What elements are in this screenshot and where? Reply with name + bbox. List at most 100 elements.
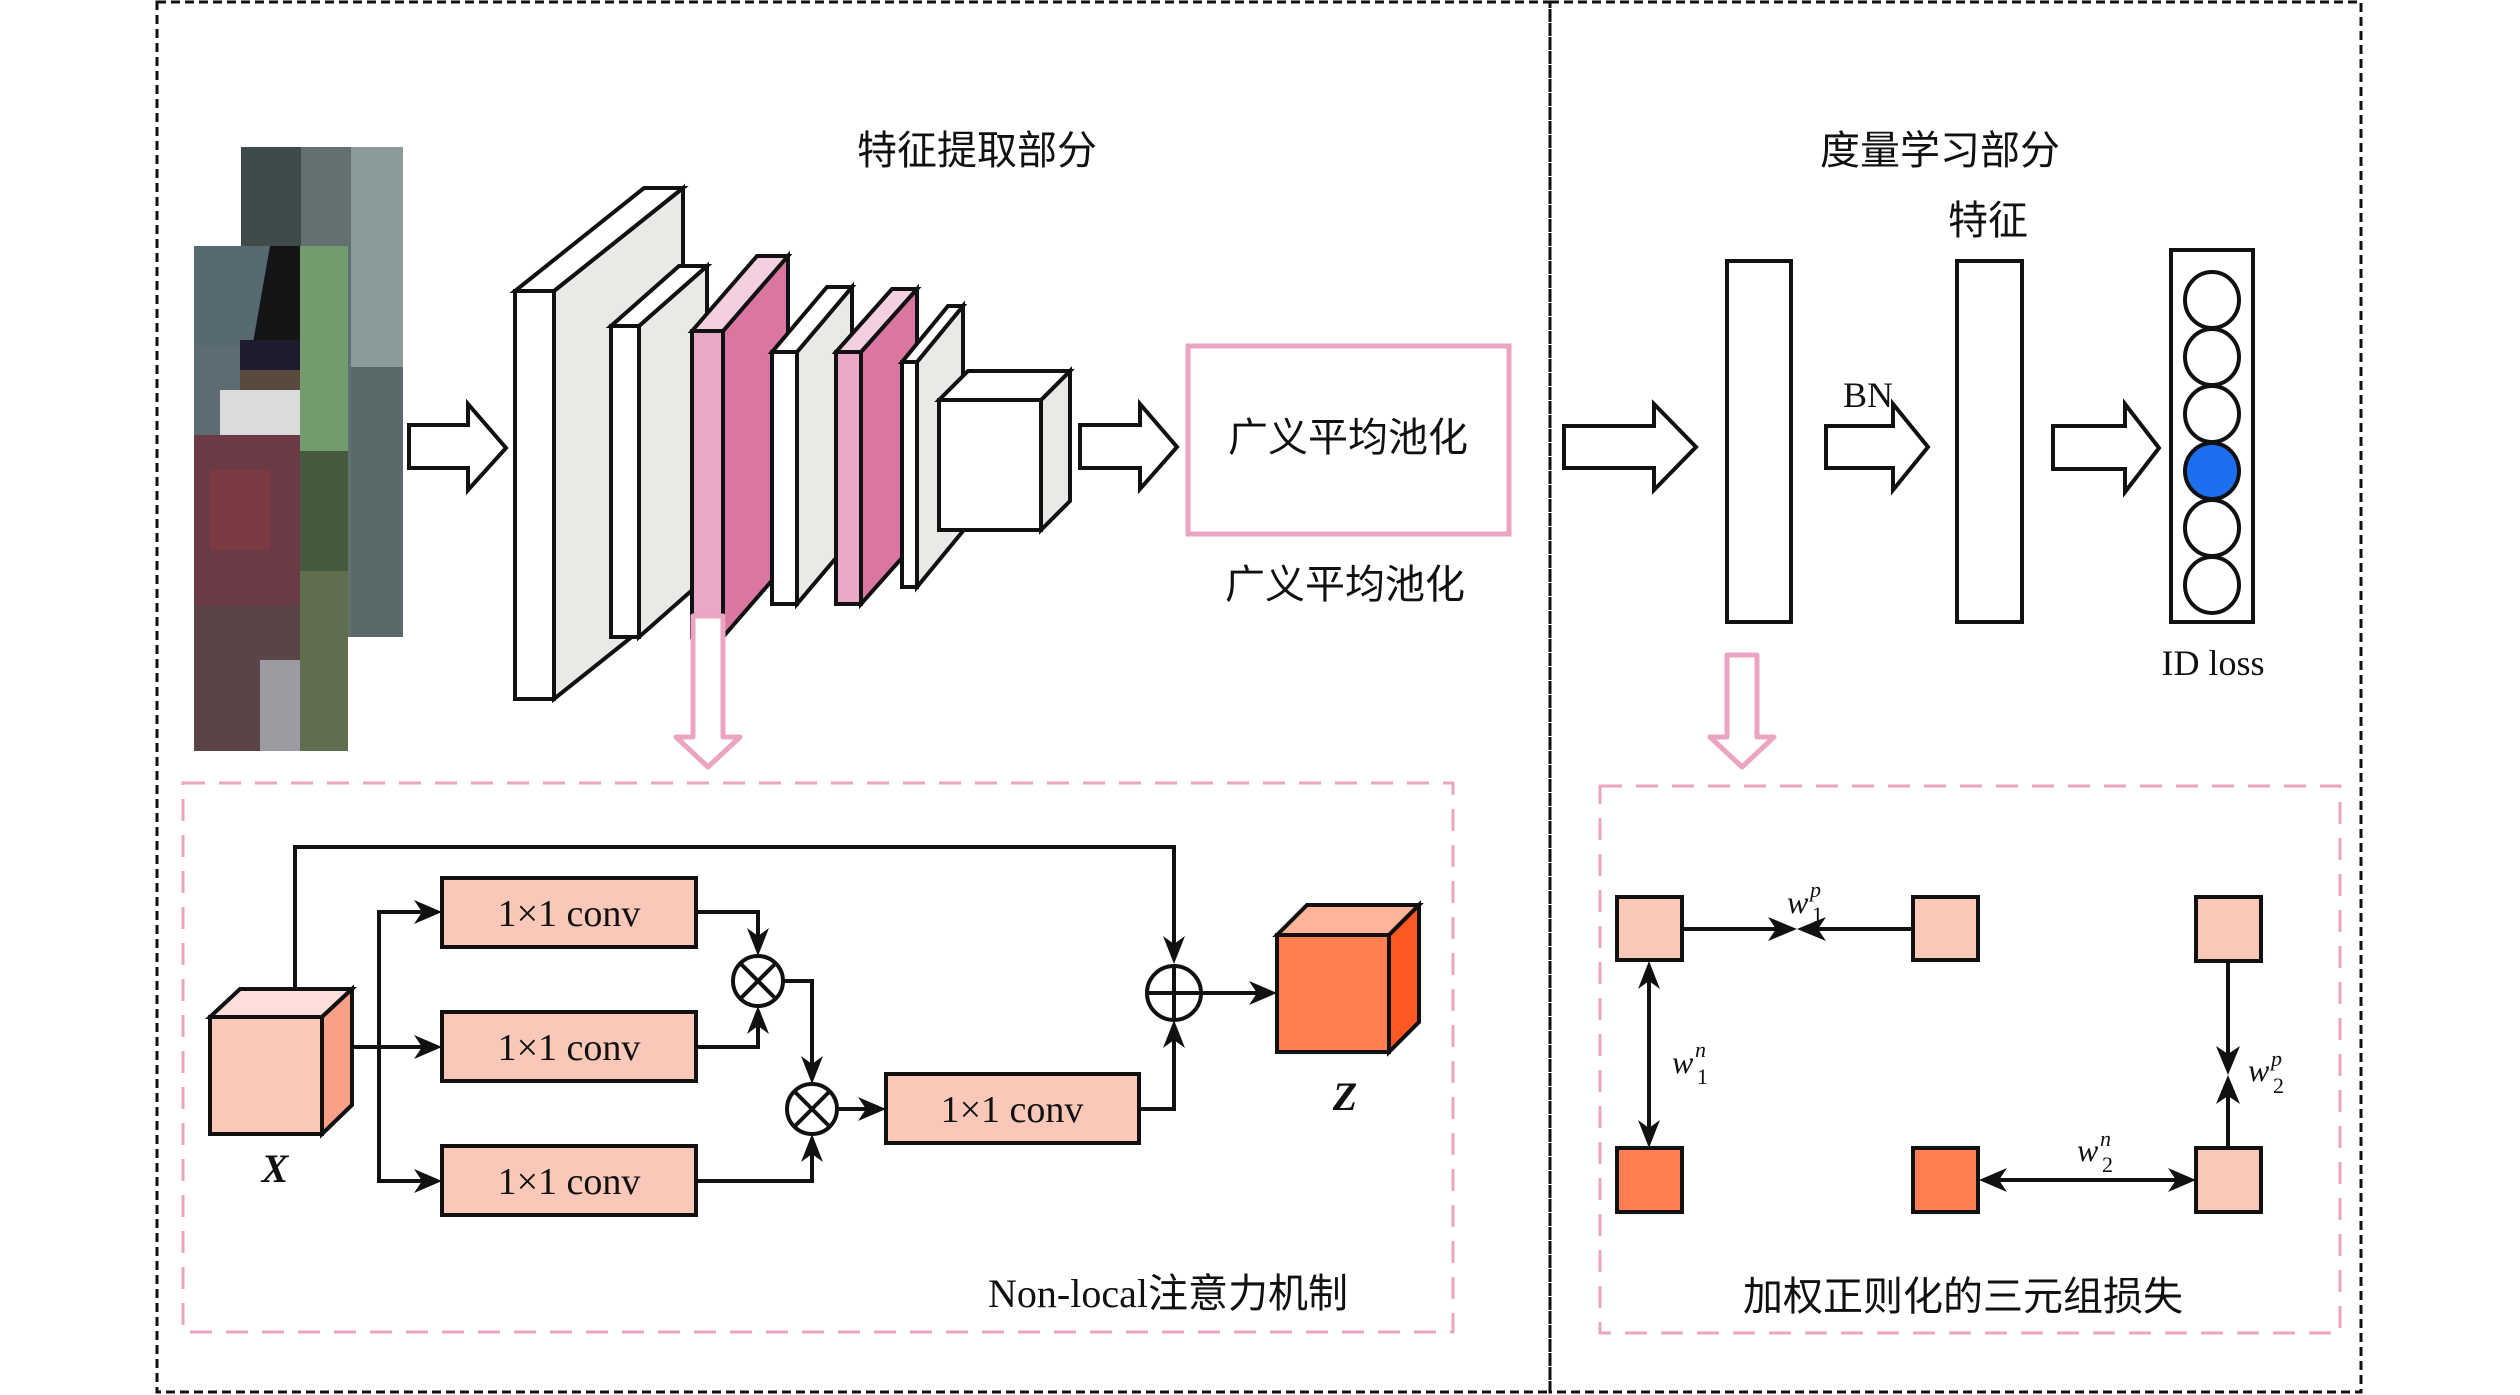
arrowhead-w1p-left [1768, 917, 1797, 941]
classifier-node [2183, 270, 2241, 330]
layer-front-face [900, 360, 919, 589]
line-conv1-to-mul1 [696, 910, 760, 945]
multiply-node-2 [785, 1082, 839, 1136]
branch-line-top [377, 910, 432, 1047]
triplet-loss-caption: 加权正则化的三元组损失 [1743, 1274, 2183, 1320]
classifier-node [2183, 498, 2241, 558]
input-cube-x [204, 984, 358, 1139]
add-node [1145, 964, 1203, 1022]
anchor-square-2 [2194, 1146, 2263, 1214]
classifier-node [2183, 327, 2241, 387]
arrowhead-mul1-top [747, 928, 769, 956]
feature-label: 特征 [1948, 198, 2028, 244]
arrowhead-mul2-bottom [801, 1134, 823, 1162]
positive-square-1 [1911, 895, 1980, 962]
multiply-node-1 [731, 954, 785, 1008]
svg-text:w: w [2248, 1052, 2270, 1088]
arrowhead-w2n-right [2168, 1168, 2196, 1192]
svg-text:p: p [1808, 877, 1821, 902]
metric-learning-frame [1548, 0, 2363, 1394]
line-conv3-to-mul2 [696, 1144, 814, 1183]
non-local-caption: Non-local注意力机制 [988, 1271, 1348, 1316]
feature-vector-bar [1725, 259, 1793, 624]
arrow-image-to-cnn [407, 398, 509, 496]
triplet-loss-box [1598, 784, 2342, 1335]
line-mul1-to-mul2 [783, 979, 814, 1073]
weight-label-w2n: w n 2 [2077, 1126, 2113, 1177]
arrowhead-conv2 [414, 1035, 442, 1059]
conv-label-3: 1×1 conv [498, 1161, 641, 1203]
layer-front-face [834, 350, 863, 606]
classifier-nodes [2183, 270, 2241, 615]
conv-label-2: 1×1 conv [498, 1027, 641, 1069]
input-label-x: X [260, 1146, 290, 1191]
feature-extraction-frame [155, 0, 1552, 1394]
layer-front-face [609, 324, 641, 639]
classifier-node [2183, 555, 2241, 615]
bn-label: BN [1843, 375, 1893, 415]
conv-label-4: 1×1 conv [941, 1089, 1084, 1131]
branch-line-bottom [377, 1047, 432, 1183]
positive-square-2 [2194, 895, 2263, 963]
input-person-image-front [194, 246, 348, 751]
negative-square-1 [1615, 1146, 1684, 1214]
svg-text:1: 1 [1697, 1064, 1708, 1089]
svg-text:n: n [1695, 1037, 1706, 1062]
classifier-node-active [2183, 441, 2241, 501]
svg-text:w: w [1787, 884, 1809, 920]
layer-front-face [513, 289, 556, 701]
arrowhead-output [1249, 981, 1277, 1005]
pink-down-arrow-triplet [1707, 652, 1777, 770]
id-loss-label: ID loss [2161, 643, 2264, 683]
layer-front-face [690, 329, 725, 639]
pink-down-arrow-nonlocal [673, 613, 743, 770]
svg-text:w: w [2077, 1132, 2099, 1168]
layer-front-face [937, 398, 1043, 532]
output-cube-z [1272, 900, 1424, 1057]
arrowhead-w1p-right [1797, 917, 1826, 941]
arrowhead-conv4 [858, 1097, 886, 1121]
arrowhead-w2n-left [1979, 1168, 2007, 1192]
conv-label-1: 1×1 conv [498, 893, 641, 935]
conv-box-3 [440, 1144, 698, 1217]
arrowhead-skip [1163, 936, 1185, 964]
line-conv2-to-mul1 [696, 1016, 760, 1049]
svg-text:1: 1 [1812, 902, 1823, 927]
arrowhead-mul1-bottom [747, 1006, 769, 1034]
skip-connection-line [293, 845, 1176, 989]
classifier-node [2183, 384, 2241, 444]
arrow-to-classifier [2051, 398, 2162, 498]
arrowhead-w2p-bottom [2216, 1075, 2240, 1104]
svg-text:p: p [2269, 1046, 2282, 1071]
gem-pooling-box [1185, 343, 1512, 537]
gem-pooling-label: 广义平均池化 [1228, 415, 1468, 461]
bn-feature-bar [1955, 259, 2024, 624]
weight-label-w1p: w p 1 [1787, 877, 1823, 927]
arrow-cnn-to-pooling [1078, 398, 1180, 495]
gem-pooling-caption: 广义平均池化 [1225, 562, 1465, 608]
cnn-backbone [509, 183, 1075, 704]
arrowhead-conv1 [414, 900, 442, 924]
anchor-square-1 [1615, 895, 1684, 962]
arrow-pooling-to-feature [1562, 399, 1699, 495]
arrowhead-w1n-bottom [1638, 1120, 1660, 1148]
arrowhead-w2p-top [2216, 1046, 2240, 1075]
non-local-box [181, 781, 1455, 1334]
feature-extraction-title: 特征提取部分 [857, 128, 1097, 174]
arrow-bn [1824, 398, 1931, 496]
svg-text:n: n [2100, 1126, 2111, 1151]
arrowhead-mul2-top [801, 1056, 823, 1084]
arrowhead-add-bottom [1163, 1020, 1185, 1048]
cnn-layer-7 [934, 366, 1075, 535]
weight-label-w1n: w n 1 [1672, 1037, 1708, 1089]
line-conv4-to-add [1139, 1030, 1176, 1111]
svg-text:w: w [1672, 1044, 1694, 1080]
conv-box-2 [440, 1010, 698, 1083]
svg-text:2: 2 [2273, 1073, 2284, 1098]
svg-text:2: 2 [2102, 1152, 2113, 1177]
arrowhead-conv3 [414, 1169, 442, 1193]
layer-front-face [770, 350, 799, 606]
weight-label-w2p: w p 2 [2248, 1046, 2284, 1098]
metric-learning-title: 度量学习部分 [1820, 128, 2060, 174]
